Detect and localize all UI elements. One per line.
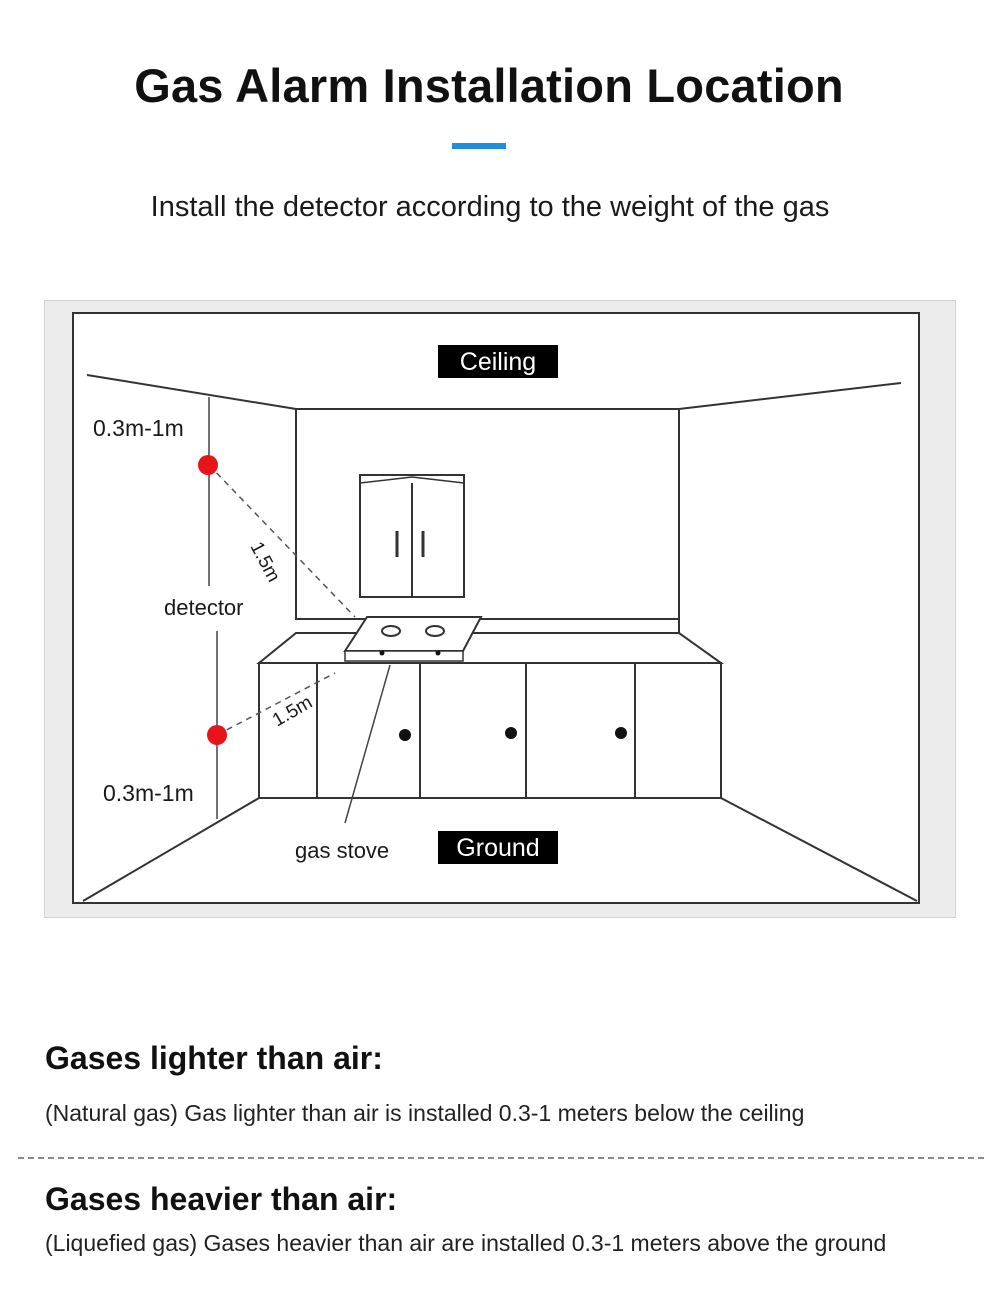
ceiling-badge [438,345,558,378]
installation-diagram: 0.3m-1m 0.3m-1m detector 1.5m 1.5m gas s… [44,300,956,918]
page-subtitle: Install the detector according to the we… [150,191,830,223]
gas-stove [343,616,483,652]
section-text-lighter: (Natural gas) Gas lighter than air is in… [45,1100,805,1126]
countertop [256,632,725,664]
detector-label: detector [164,595,244,620]
distance-line-bottom [216,672,336,736]
ceiling-label: Ceiling [460,348,536,376]
detector-dot-bottom [207,725,227,745]
back-wall [295,408,680,620]
detector-dot-top [198,455,218,475]
top-range-label: 0.3m-1m [93,415,184,441]
section-text-heavier: (Liquefied gas) Gases heavier than air a… [45,1230,887,1256]
base-cabinets [258,662,722,799]
floor-line-right [720,797,918,902]
ceiling-line-left [86,374,297,410]
stove-pointer [344,664,391,824]
section-heading-lighter: Gases lighter than air: [45,1040,383,1076]
ceiling-line-right [678,382,902,410]
floor-line-left [82,797,260,902]
kitchen-diagram-svg: 0.3m-1m 0.3m-1m detector 1.5m 1.5m gas s… [72,312,920,904]
diagram-panel [72,312,920,904]
bottom-range-label: 0.3m-1m [103,780,194,806]
ground-badge [438,831,558,864]
cabinet-knob [399,729,411,741]
cabinet-knob [615,727,627,739]
section-heading-heavier: Gases heavier than air: [45,1181,398,1217]
burner-right [425,625,445,637]
cabinet-knob [505,727,517,739]
ground-label: Ground [456,834,539,862]
title-accent-bar [452,143,506,149]
page-title: Gas Alarm Installation Location [134,59,844,112]
burner-left [381,625,401,637]
gas-stove-label: gas stove [295,838,389,863]
distance-line-top [208,464,356,618]
section-divider [18,1157,984,1159]
